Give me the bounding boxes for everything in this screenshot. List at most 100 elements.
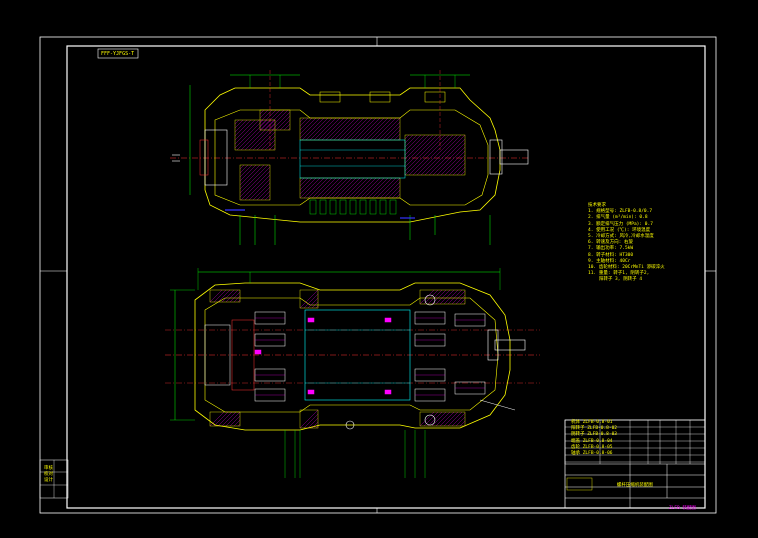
hatch-line bbox=[363, 177, 385, 199]
tech-note-line: 2. 排气量 (m³/min): 0.8 bbox=[588, 215, 648, 221]
cooling-fin bbox=[309, 199, 317, 215]
rotor-core-top bbox=[299, 139, 406, 179]
hatch-line bbox=[263, 109, 285, 131]
left-seal bbox=[199, 139, 209, 176]
hatch-line bbox=[225, 289, 239, 303]
hatched-section bbox=[299, 289, 319, 309]
hatch-line bbox=[303, 413, 319, 429]
hatch-line bbox=[239, 164, 269, 194]
rotor-housing bbox=[304, 309, 411, 401]
part-marker bbox=[254, 349, 262, 355]
outer-border bbox=[39, 36, 717, 514]
hatch-line bbox=[309, 117, 333, 141]
stamp-frame bbox=[97, 48, 139, 59]
hatch-line bbox=[397, 137, 401, 141]
hatch-line bbox=[301, 117, 325, 141]
hatch-line bbox=[404, 134, 418, 148]
hatch-line bbox=[387, 185, 401, 199]
tech-note-line: 6. 转速及方向: 右旋 bbox=[588, 240, 634, 246]
cooling-fin bbox=[389, 199, 397, 215]
hatch-line bbox=[459, 298, 466, 305]
hatch-line bbox=[213, 289, 227, 303]
hatch-line bbox=[389, 129, 401, 141]
hatch-line bbox=[217, 411, 233, 427]
hatch-line bbox=[416, 134, 458, 176]
hatch-line bbox=[299, 117, 309, 127]
parts-list-row: 端盖 ZLFB-0.8-04 bbox=[571, 438, 613, 444]
hatch-line bbox=[452, 162, 466, 176]
boss bbox=[369, 91, 391, 103]
revision-block: 审核校对设计 bbox=[44, 466, 53, 485]
hatch-line bbox=[391, 189, 401, 199]
hatch-line bbox=[404, 134, 422, 152]
hatched-section bbox=[419, 289, 466, 305]
hatch-line bbox=[234, 119, 256, 141]
hatch-line bbox=[307, 417, 319, 429]
hatch-line bbox=[234, 119, 260, 145]
hatch-line bbox=[440, 150, 466, 176]
hatch-line bbox=[408, 134, 450, 176]
part-marker bbox=[307, 317, 315, 323]
hatch-line bbox=[229, 415, 241, 427]
hatch-line bbox=[375, 177, 397, 199]
tech-note-line: 4. 使用工况 (℃): 环境温度 bbox=[588, 227, 651, 233]
hatch-line bbox=[404, 134, 426, 156]
title-block-footer: ZLFB 装配图 bbox=[658, 500, 696, 519]
hatch-line bbox=[337, 117, 361, 141]
parts-list-row: 齿轮 ZLFB-0.8-05 bbox=[571, 444, 613, 450]
hatch-line bbox=[439, 289, 455, 305]
hatch-line bbox=[443, 411, 459, 427]
hatch-line bbox=[244, 174, 271, 201]
hatch-line bbox=[369, 117, 393, 141]
title-cell bbox=[566, 477, 593, 491]
hatch-line bbox=[234, 119, 240, 125]
hatch-line bbox=[345, 117, 369, 141]
shaft-collar-bottom bbox=[487, 329, 499, 361]
parts-list-row: 阴转子 ZLFB-0.8-03 bbox=[571, 432, 618, 438]
left-cap-top bbox=[204, 129, 228, 186]
casing-top bbox=[204, 87, 501, 223]
hatch-line bbox=[420, 134, 462, 176]
parts-list-row: 轴承 ZLFB-0.8-06 bbox=[571, 451, 613, 457]
hatch-line bbox=[239, 164, 253, 178]
hatch-line bbox=[234, 119, 264, 149]
revision-row: 设计 bbox=[44, 478, 53, 484]
leader-line bbox=[479, 399, 516, 411]
hatch-line bbox=[435, 411, 451, 427]
hatch-line bbox=[299, 177, 305, 183]
hatch-line bbox=[221, 289, 235, 303]
hatch-line bbox=[233, 419, 241, 427]
hatch-line bbox=[239, 164, 265, 190]
hatch-line bbox=[239, 166, 271, 198]
tech-note-line: 8. 转子材料: HT300 bbox=[588, 252, 634, 258]
hatch-line bbox=[404, 134, 410, 140]
hatch-line bbox=[379, 177, 401, 199]
hatch-line bbox=[299, 117, 321, 139]
hatch-line bbox=[315, 177, 337, 199]
hatched-section bbox=[234, 119, 276, 151]
hatch-line bbox=[404, 134, 430, 160]
cooling-fin bbox=[349, 199, 357, 215]
hatched-section bbox=[299, 409, 319, 429]
hatch-line bbox=[217, 289, 231, 303]
hatch-line bbox=[393, 133, 401, 141]
hatch-line bbox=[268, 198, 271, 201]
hatch-line bbox=[299, 117, 317, 135]
hatch-line bbox=[259, 109, 265, 115]
hatch-line bbox=[424, 134, 466, 176]
hatch-line bbox=[240, 119, 272, 151]
hatch-line bbox=[234, 119, 248, 133]
cooling-fin bbox=[379, 199, 387, 215]
hatch-line bbox=[305, 117, 329, 141]
drawing-footer: ZLFB 装配图 bbox=[668, 506, 696, 512]
mount-hole bbox=[424, 294, 436, 306]
tech-note-line: 7. 输出功率: 7.5kW bbox=[588, 246, 634, 252]
hatch-line bbox=[237, 423, 241, 427]
hatch-line bbox=[311, 421, 319, 429]
tech-note-line: 1. 规格型号: ZLFB-0.8/0.7 bbox=[588, 209, 653, 215]
hatch-line bbox=[239, 164, 261, 186]
hatch-line bbox=[385, 125, 401, 141]
hatch-line bbox=[383, 181, 401, 199]
hatch-line bbox=[456, 166, 466, 176]
